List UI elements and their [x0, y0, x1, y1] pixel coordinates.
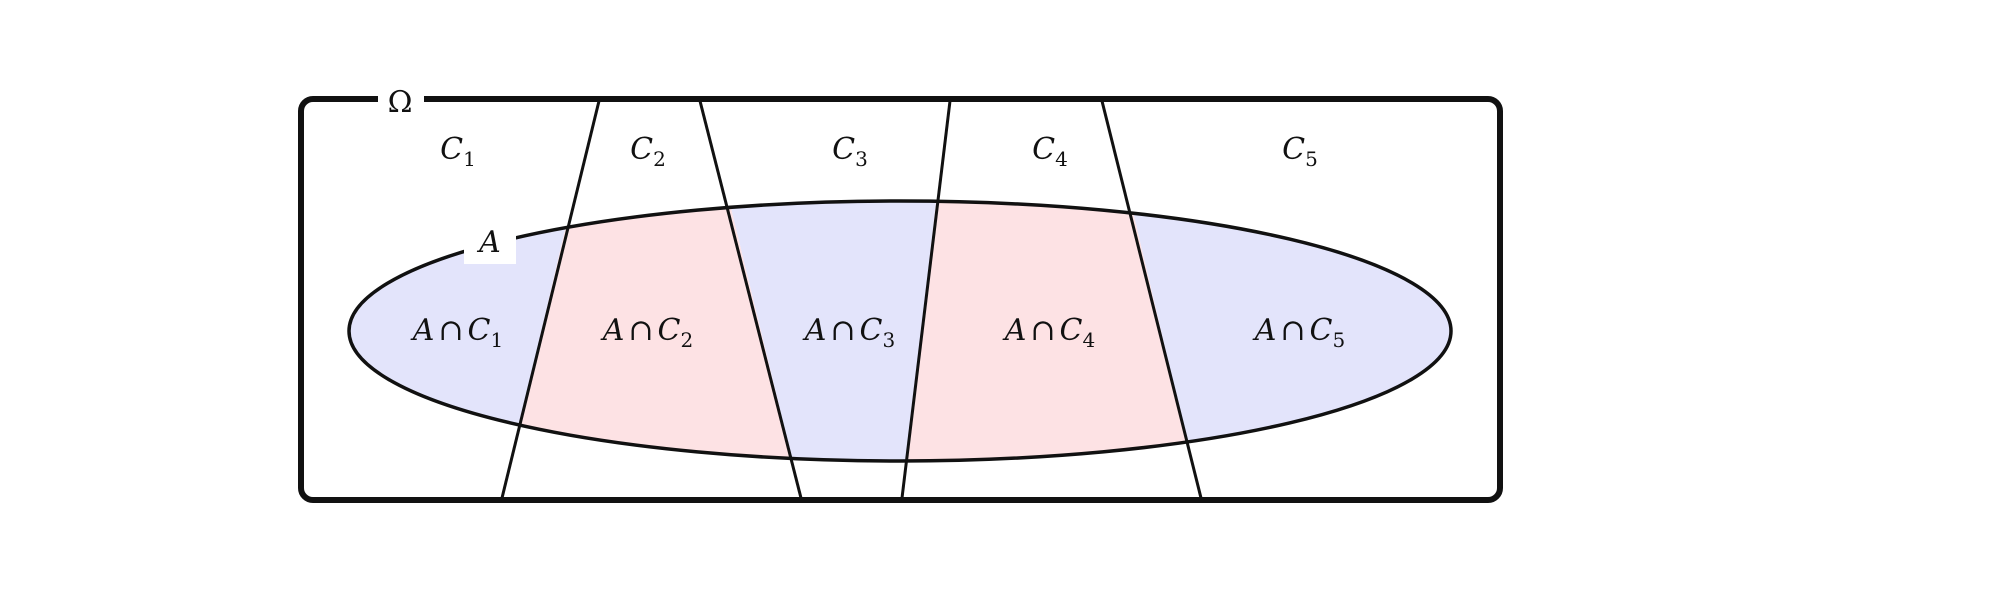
partition-label-c1: C1 [440, 132, 476, 171]
region-a-c2 [502, 201, 802, 461]
partition-line-4 [1100, 100, 1203, 499]
partition-line-3 [900, 100, 952, 499]
partition-line-1 [500, 100, 601, 499]
partition-label-c3: C3 [832, 132, 868, 171]
intersection-label-a-c1: A∩C1 [410, 313, 504, 352]
universe-label-gap [378, 90, 424, 110]
intersection-label-a-c5: A∩C5 [1252, 313, 1346, 352]
region-a-c3 [700, 201, 950, 461]
event-label: A [476, 225, 501, 260]
universe-rect [298, 96, 1503, 503]
intersection-label-a-c2: A∩C2 [600, 313, 694, 352]
event-a-ellipse [347, 199, 1453, 463]
intersection-fills [349, 201, 1451, 461]
partition-lines [500, 100, 1203, 499]
partition-label-c4: C4 [1032, 132, 1068, 171]
universe-label: Ω [388, 85, 413, 120]
event-label-gap [464, 224, 516, 264]
region-a-c4 [902, 201, 1201, 461]
partition-label-c2: C2 [630, 132, 666, 171]
intersection-label-a-c4: A∩C4 [1002, 313, 1096, 352]
intersection-label-a-c3: A∩C3 [802, 313, 896, 352]
partition-line-2 [698, 100, 803, 499]
partition-label-c5: C5 [1282, 132, 1318, 171]
